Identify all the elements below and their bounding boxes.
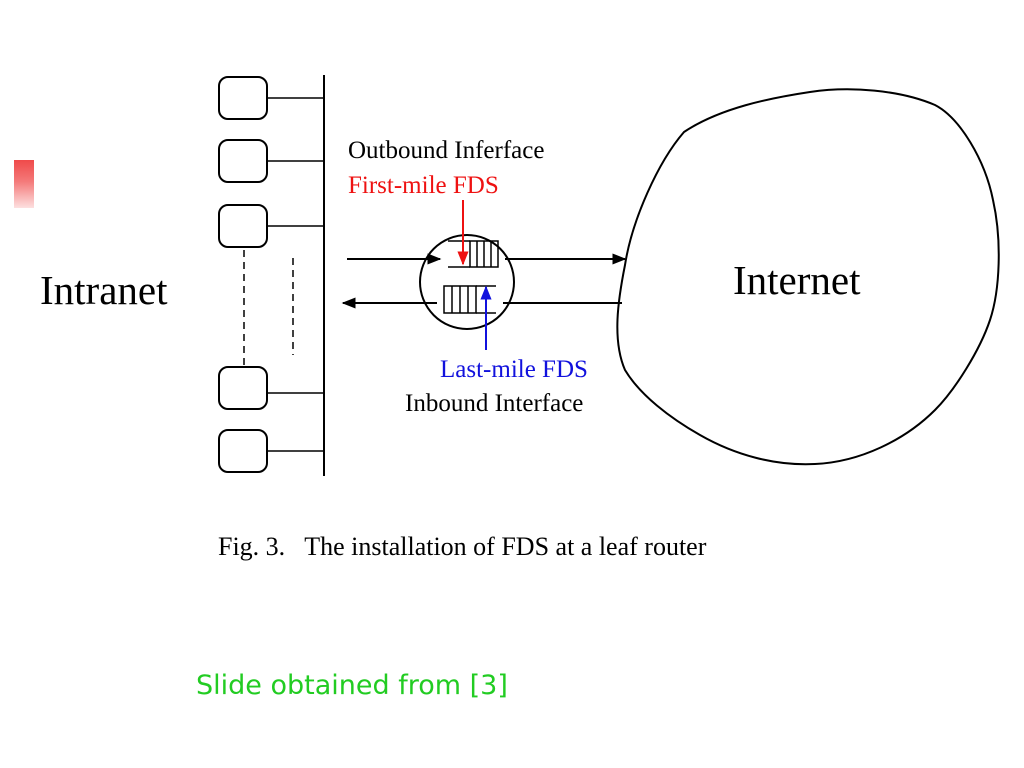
- accent-bar: [14, 160, 34, 208]
- host-node: [218, 76, 268, 120]
- leaf-router: [419, 234, 515, 330]
- host-node: [218, 204, 268, 248]
- last-mile-queue: [443, 285, 496, 314]
- intranet-label: Intranet: [40, 267, 168, 313]
- internet-cloud: [616, 88, 1000, 466]
- dashed-continuation: [243, 250, 294, 365]
- host-connectors: [267, 97, 324, 452]
- intranet-hosts: [218, 76, 268, 473]
- host-node: [218, 139, 268, 183]
- first-mile-fds-label: First-mile FDS: [348, 172, 499, 199]
- slide-credit: Slide obtained from [3]: [196, 670, 508, 701]
- host-node: [218, 429, 268, 473]
- outbound-interface-label: Outbound Inferface: [348, 137, 544, 164]
- inbound-interface-label: Inbound Interface: [405, 390, 583, 417]
- first-mile-queue: [448, 240, 499, 268]
- internet-label: Internet: [733, 257, 861, 303]
- last-mile-fds-label: Last-mile FDS: [440, 356, 588, 383]
- figure-caption: Fig. 3. The installation of FDS at a lea…: [218, 532, 707, 561]
- host-node: [218, 366, 268, 410]
